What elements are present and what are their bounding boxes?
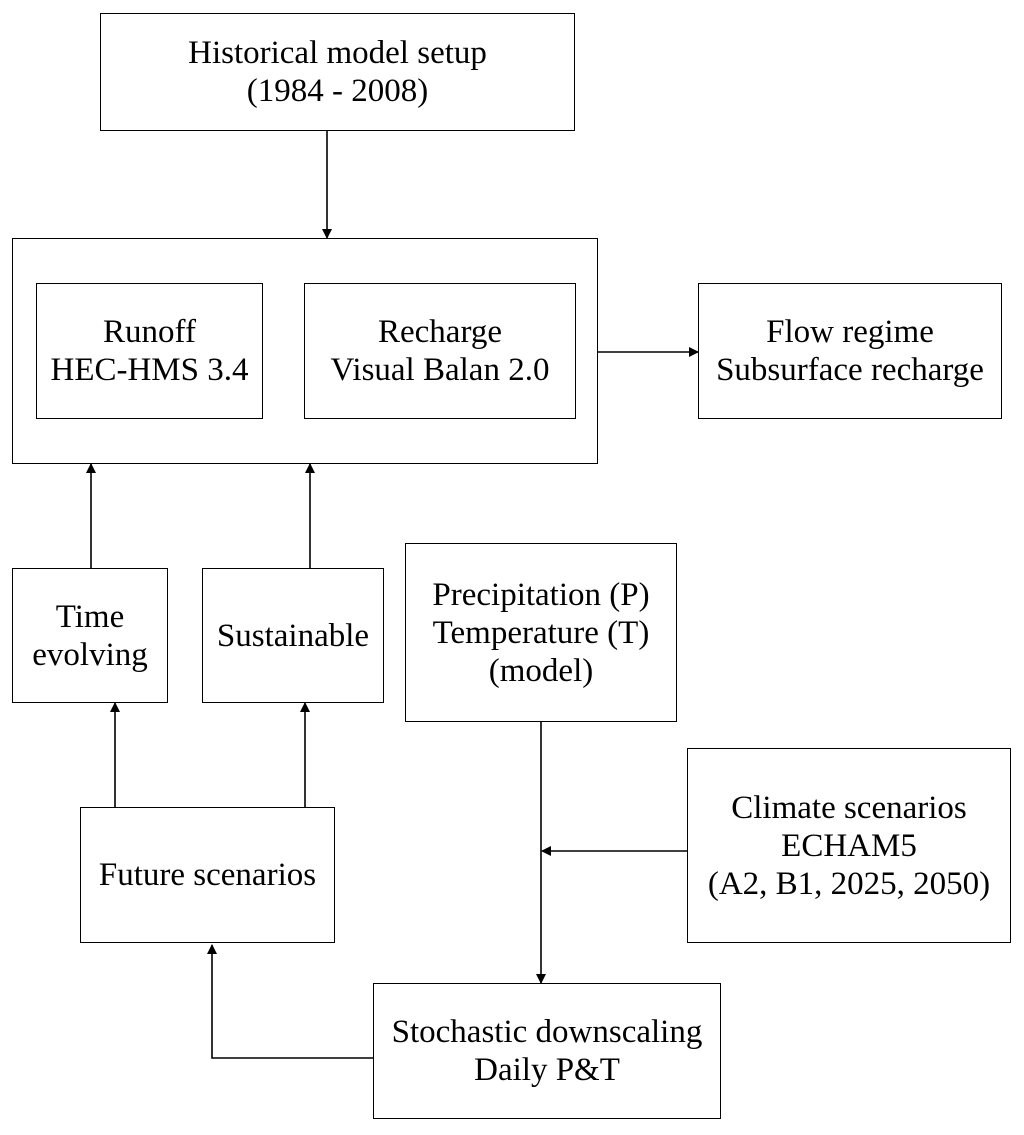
arrow-stochastic-to-future [207,944,373,1059]
flow-regime-box: Flow regime Subsurface recharge [698,283,1002,419]
flow-line-2: Subsurface recharge [716,352,984,388]
stochastic-line-1: Stochastic downscaling [391,1014,703,1050]
precip-line-3: (model) [488,652,594,689]
recharge-line-2: Visual Balan 2.0 [330,352,550,388]
historical-line-1: Historical model setup [188,35,487,71]
climate-scenarios-box: Climate scenarios ECHAM5 (A2, B1, 2025, … [687,748,1011,943]
climate-line-3: (A2, B1, 2025, 2050) [707,865,991,902]
future-line-1: Future scenarios [98,857,317,893]
runoff-box: Runoff HEC-HMS 3.4 [36,283,263,419]
stochastic-downscaling-box: Stochastic downscaling Daily P&T [373,983,721,1119]
historical-line-2: (1984 - 2008) [246,73,429,109]
time-evolving-line-1: Time [55,598,125,635]
stochastic-line-2: Daily P&T [474,1052,620,1088]
future-scenarios-box: Future scenarios [80,807,335,943]
sustainable-line-1: Sustainable [216,617,370,654]
recharge-box: Recharge Visual Balan 2.0 [304,283,576,419]
climate-line-2: ECHAM5 [781,827,917,864]
recharge-line-1: Recharge [378,314,502,350]
historical-model-box: Historical model setup (1984 - 2008) [100,13,575,131]
precip-line-2: Temperature (T) [432,614,650,651]
runoff-line-1: Runoff [103,314,196,350]
sustainable-box: Sustainable [202,568,384,703]
runoff-line-2: HEC-HMS 3.4 [50,352,249,388]
climate-line-1: Climate scenarios [731,789,967,826]
flow-line-1: Flow regime [766,314,934,350]
time-evolving-box: Time evolving [12,568,168,703]
time-evolving-line-2: evolving [32,636,148,673]
precip-line-1: Precipitation (P) [432,576,650,613]
precipitation-box: Precipitation (P) Temperature (T) (model… [405,543,677,722]
